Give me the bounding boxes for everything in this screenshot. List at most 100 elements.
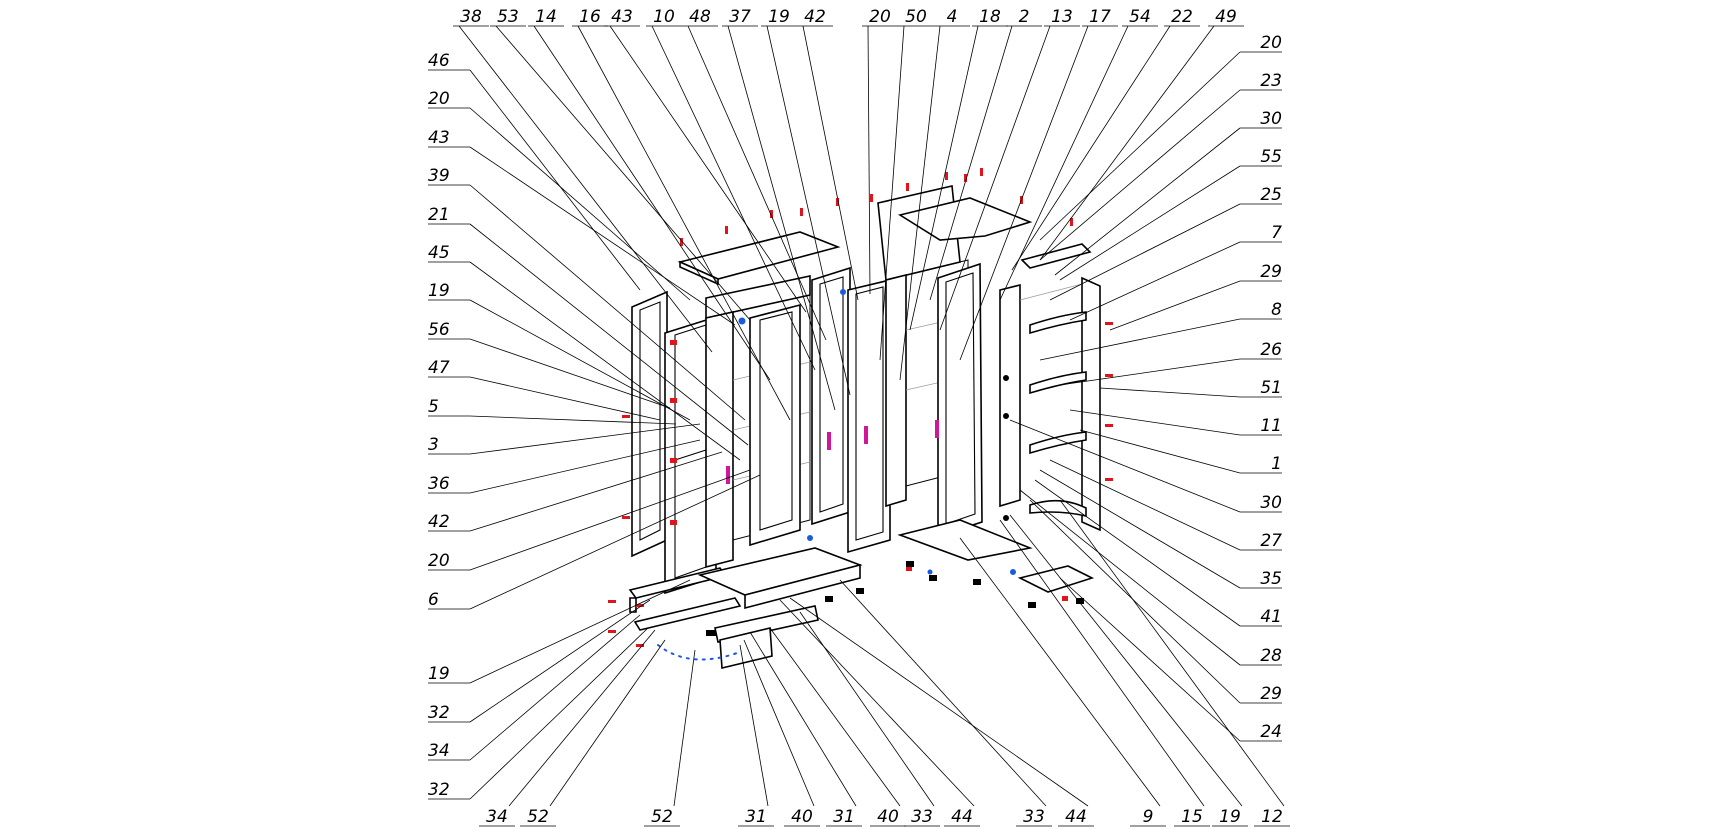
leader-line: [1059, 499, 1285, 807]
leader-line: [959, 25, 1089, 361]
callout-label: 4: [947, 7, 958, 27]
leader-line: [458, 25, 713, 353]
cabinet-drawing: [608, 168, 1113, 669]
callout-label: 46: [428, 51, 450, 71]
callout-label: 9: [1143, 807, 1154, 827]
callout-label: 20: [428, 551, 450, 571]
callout-label: 44: [1065, 807, 1087, 827]
callout-label: 32: [428, 780, 450, 800]
leader-line: [909, 25, 979, 331]
leader-line: [1039, 51, 1241, 241]
leader-line: [1011, 25, 1171, 271]
callout-label: 16: [579, 7, 601, 27]
leader-line: [766, 25, 851, 396]
corner-mirror-door: [937, 262, 983, 538]
leader-line: [533, 25, 771, 381]
leader-line: [1029, 499, 1241, 704]
callout-leaders: [458, 25, 1285, 807]
leader-line: [549, 639, 666, 807]
callout-label: 8: [1271, 300, 1282, 320]
central-mirror-doors: [811, 266, 891, 554]
callout-label: 41: [1260, 607, 1282, 627]
callout-label: 19: [428, 281, 450, 301]
callout-label: 20: [1260, 33, 1282, 53]
leader-line: [687, 25, 827, 341]
callout-label: 42: [428, 512, 450, 532]
callout-label: 38: [460, 7, 482, 27]
hardware-black: [706, 375, 1084, 636]
leader-line: [802, 25, 859, 301]
leader-line: [577, 25, 791, 421]
corner-bottom-board: [897, 519, 1033, 561]
leader-line: [769, 627, 901, 807]
callout-label: 34: [428, 741, 450, 761]
loose-shelf: [1017, 565, 1095, 593]
hardware-blue: [738, 289, 1016, 575]
left-door-panel: [631, 290, 668, 558]
leader-line: [469, 299, 691, 421]
leader-line: [959, 537, 1161, 807]
callout-label: 50: [905, 7, 927, 27]
callout-label: 43: [428, 128, 450, 148]
top-board-left: [677, 231, 841, 286]
right-shelf-unit: [999, 243, 1101, 532]
callout-label: 33: [911, 807, 933, 827]
leader-line: [651, 25, 816, 371]
callout-label: 26: [1260, 340, 1282, 360]
leader-line: [609, 25, 807, 313]
leader-line: [839, 579, 1047, 807]
leader-line: [929, 25, 1013, 301]
leader-line: [1079, 429, 1241, 474]
leader-line: [469, 579, 691, 684]
leader-line: [1009, 514, 1243, 807]
callout-label: 44: [951, 807, 973, 827]
callout-label: 32: [428, 703, 450, 723]
leader-line: [1059, 577, 1241, 742]
callout-label: 42: [804, 7, 826, 27]
callout-label: 25: [1260, 185, 1282, 205]
leader-line: [1009, 419, 1241, 513]
leader-line: [867, 25, 871, 295]
leader-line: [673, 649, 696, 807]
leader-line: [879, 25, 905, 361]
leader-line: [469, 69, 641, 291]
callout-label: 31: [833, 807, 855, 827]
callout-label: 56: [428, 320, 450, 340]
callout-label: 15: [1181, 807, 1203, 827]
callout-label: 43: [611, 7, 633, 27]
callout-label: 27: [1260, 531, 1282, 551]
hardware-red: [608, 168, 1113, 647]
callout-label: 5: [428, 397, 439, 417]
leader-line: [469, 439, 701, 494]
leader-line: [1039, 25, 1215, 261]
callout-label: 13: [1051, 7, 1073, 27]
callout-label: 33: [1023, 807, 1045, 827]
leader-line: [799, 611, 935, 807]
callout-label: 10: [653, 7, 675, 27]
leader-line: [899, 25, 941, 381]
leader-line: [1049, 459, 1241, 551]
leader-line: [469, 223, 749, 446]
callout-label: 30: [1260, 109, 1282, 129]
leader-line: [469, 614, 641, 761]
callout-label: 55: [1260, 147, 1282, 167]
leader-line: [743, 639, 815, 807]
leader-line: [779, 599, 975, 807]
leader-line: [495, 25, 751, 321]
callout-label: 17: [1089, 7, 1111, 27]
lower-plinths: [628, 547, 863, 669]
leader-line: [999, 25, 1129, 301]
center-left-mirror-door: [749, 303, 801, 547]
leader-line: [469, 415, 677, 425]
door-handles: [726, 420, 939, 484]
callout-label: 20: [428, 89, 450, 109]
leader-line: [1039, 469, 1241, 589]
callout-label: 18: [979, 7, 1001, 27]
leader-line: [1039, 318, 1241, 361]
leader-line: [469, 474, 761, 610]
leader-line: [469, 376, 661, 421]
leader-line: [1059, 358, 1241, 386]
